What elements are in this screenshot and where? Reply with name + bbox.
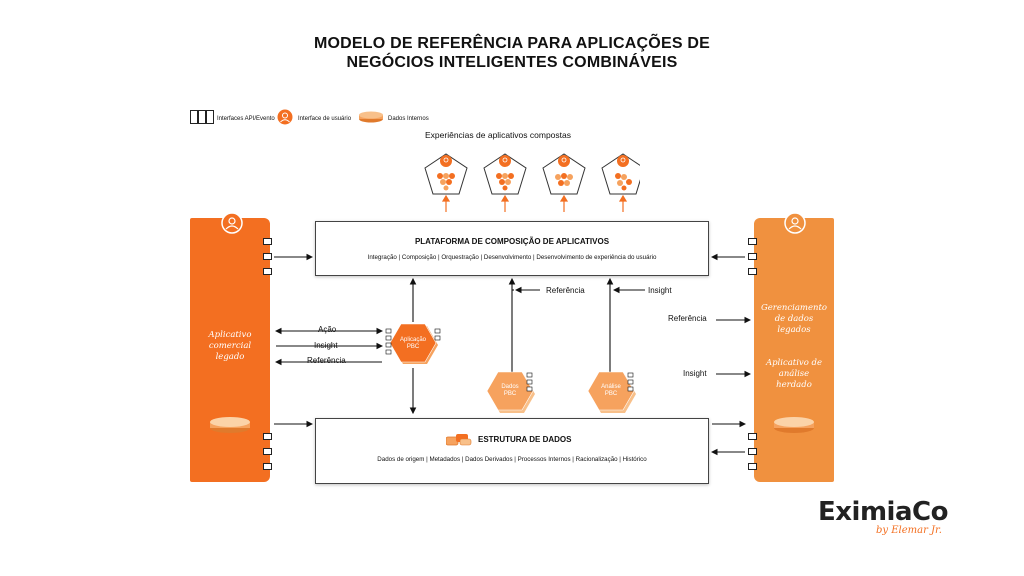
analysis-pbc-hexagon bbox=[587, 371, 636, 413]
legend bbox=[190, 108, 420, 126]
label-referencia-right: Referência bbox=[668, 314, 707, 323]
right-api-port bbox=[748, 433, 757, 440]
right-analytics-label-2: análise bbox=[778, 369, 810, 379]
label-insight-left: Insight bbox=[314, 341, 338, 350]
experiences-label: Experiências de aplicativos compostas bbox=[425, 130, 571, 140]
right-api-port bbox=[748, 463, 757, 470]
composite-experiences bbox=[424, 153, 640, 212]
label-referencia-mid: Referência bbox=[546, 286, 585, 295]
legend-api-label: Interfaces API/Evento bbox=[217, 116, 275, 122]
right-api-port bbox=[748, 238, 757, 245]
right-analytics-label: Aplicativo de análise herdado bbox=[756, 358, 832, 391]
left-internal-data-icon bbox=[210, 417, 250, 433]
left-app-label-3: legado bbox=[215, 352, 245, 362]
legacy-commercial-app-panel bbox=[190, 218, 270, 482]
data-structure-subtitle: Dados de origem | Metadados | Dados Deri… bbox=[377, 456, 647, 463]
experience-pentagon-1 bbox=[424, 153, 468, 195]
label-insight-mid: Insight bbox=[648, 286, 672, 295]
analysis-pbc-label-1: Análise bbox=[601, 384, 621, 390]
logo-tagline: by Elemar Jr. bbox=[876, 525, 942, 536]
right-user-icon bbox=[784, 212, 806, 234]
right-api-port bbox=[748, 448, 757, 455]
right-api-port bbox=[748, 268, 757, 275]
application-pbc-hexagon bbox=[385, 323, 441, 364]
data-structure-box bbox=[315, 418, 709, 484]
platform-title: PLATAFORMA DE COMPOSIÇÃO DE APLICATIVOS bbox=[414, 237, 610, 246]
user-interface-icon bbox=[277, 109, 293, 125]
left-user-icon bbox=[221, 212, 243, 234]
label-acao: Ação bbox=[318, 325, 337, 334]
application-pbc-label-2: PBC bbox=[406, 344, 420, 350]
right-mgmt-label: Gerenciamento de dados legados bbox=[756, 303, 832, 336]
left-api-port bbox=[263, 463, 272, 470]
api-interface-icon bbox=[190, 110, 214, 124]
right-mgmt-label-1: Gerenciamento bbox=[760, 303, 828, 313]
left-api-port bbox=[263, 238, 272, 245]
data-pbc-label-1: Dados bbox=[501, 384, 519, 390]
label-referencia-left: Referência bbox=[307, 356, 346, 365]
left-api-port bbox=[263, 448, 272, 455]
right-internal-data-icon bbox=[774, 417, 814, 433]
platform-subtitle: Integração | Composição | Orquestração |… bbox=[367, 254, 657, 261]
left-app-label: Aplicativo comercial legado bbox=[195, 330, 265, 363]
data-structure-title: ESTRUTURA DE DADOS bbox=[478, 435, 572, 444]
analysis-pbc-label: Análise PBC bbox=[589, 384, 633, 398]
diagram-title-line2: NEGÓCIOS INTELIGENTES COMBINÁVEIS bbox=[346, 54, 678, 71]
application-pbc-label-1: Aplicação bbox=[399, 337, 426, 343]
left-app-label-1: Aplicativo bbox=[208, 330, 252, 340]
legacy-data-management-panel bbox=[754, 218, 834, 482]
experience-pentagon-3 bbox=[542, 153, 586, 195]
right-analytics-label-1: Aplicativo de bbox=[765, 358, 823, 368]
label-insight-right: Insight bbox=[683, 369, 707, 378]
left-api-port bbox=[263, 253, 272, 260]
left-app-label-2: comercial bbox=[208, 341, 252, 351]
eximiaco-logo: EximiaCo bbox=[818, 497, 948, 527]
data-structure-icon bbox=[446, 434, 472, 446]
left-api-port bbox=[263, 268, 272, 275]
right-api-port bbox=[748, 253, 757, 260]
composition-platform-box bbox=[315, 221, 709, 276]
analysis-pbc-label-2: PBC bbox=[604, 391, 618, 397]
left-api-port bbox=[263, 433, 272, 440]
data-pbc-label: Dados PBC bbox=[488, 384, 532, 398]
application-pbc-label: Aplicação PBC bbox=[391, 337, 435, 351]
diagram-title-line1: MODELO DE REFERÊNCIA PARA APLICAÇÕES DE bbox=[314, 35, 710, 52]
experience-pentagon-2 bbox=[483, 153, 527, 195]
data-pbc-hexagon bbox=[486, 371, 535, 413]
legend-user-label: Interface de usuário bbox=[298, 116, 352, 122]
internal-data-icon bbox=[359, 111, 383, 123]
experience-pentagon-4 bbox=[601, 153, 640, 195]
data-pbc-label-2: PBC bbox=[503, 391, 517, 397]
right-mgmt-label-3: legados bbox=[777, 325, 811, 335]
right-mgmt-label-2: de dados bbox=[774, 314, 814, 324]
right-analytics-label-3: herdado bbox=[776, 380, 812, 390]
legend-data-label: Dados Internos bbox=[388, 116, 429, 122]
